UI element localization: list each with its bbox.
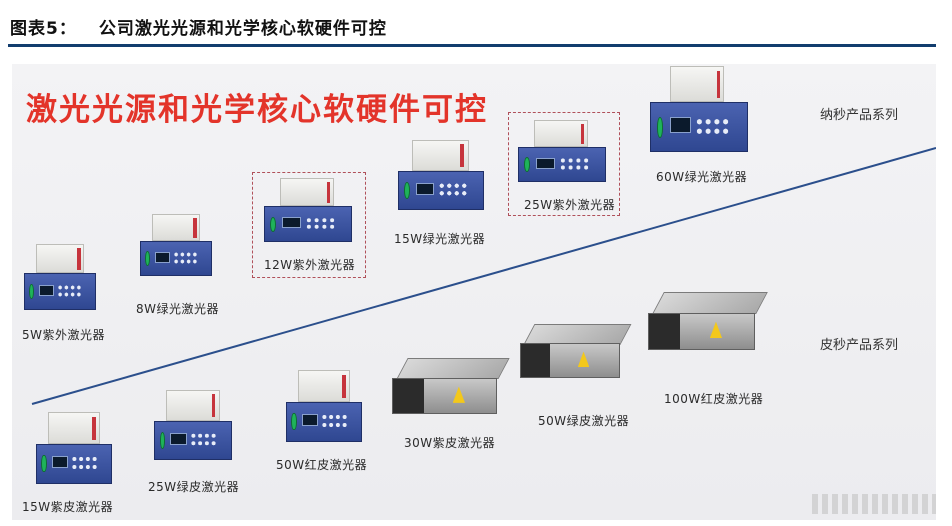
- laser-unit-image: [392, 358, 514, 414]
- laser-unit-image: [520, 324, 636, 378]
- laser-unit-image: [286, 370, 362, 442]
- product-label: 50W红皮激光器: [276, 458, 368, 472]
- figure-title: 公司激光光源和光学核心软硬件可控: [98, 19, 387, 39]
- highlight-frame: [508, 112, 620, 216]
- figure-number: 图表5：: [10, 19, 77, 39]
- laser-unit-image: [648, 292, 772, 350]
- series-divider-line: [31, 147, 936, 405]
- figure-caption: 图表5： 公司激光光源和光学核心软硬件可控: [10, 14, 387, 39]
- caption-rule: [8, 44, 936, 47]
- product-label: 25W紫外激光器: [524, 198, 616, 212]
- product-label: 30W紫皮激光器: [404, 436, 496, 450]
- product-label: 60W绿光激光器: [656, 170, 748, 184]
- slide-title: 激光光源和光学核心软硬件可控: [26, 92, 488, 128]
- highlight-frame: [252, 172, 366, 278]
- product-slide: 激光光源和光学核心软硬件可控 纳秒产品系列 皮秒产品系列 5W紫外激光器 8W绿…: [12, 64, 936, 520]
- laser-unit-image: [264, 178, 352, 242]
- laser-unit-image: [36, 412, 112, 484]
- laser-unit-image: [140, 214, 212, 276]
- product-label: 5W紫外激光器: [22, 328, 106, 342]
- laser-unit-image: [650, 66, 748, 152]
- product-label: 50W绿皮激光器: [538, 414, 630, 428]
- product-label: 25W绿皮激光器: [148, 480, 240, 494]
- product-label: 15W紫皮激光器: [22, 500, 114, 514]
- series-label-picosecond: 皮秒产品系列: [820, 338, 899, 353]
- product-label: 15W绿光激光器: [394, 232, 486, 246]
- laser-unit-image: [518, 120, 606, 182]
- laser-unit-image: [398, 140, 484, 210]
- watermark: [812, 494, 936, 514]
- laser-unit-image: [154, 390, 232, 460]
- laser-unit-image: [24, 244, 96, 310]
- product-label: 12W紫外激光器: [264, 258, 356, 272]
- series-label-nanosecond: 纳秒产品系列: [820, 108, 899, 123]
- product-label: 100W红皮激光器: [664, 392, 764, 406]
- product-label: 8W绿光激光器: [136, 302, 220, 316]
